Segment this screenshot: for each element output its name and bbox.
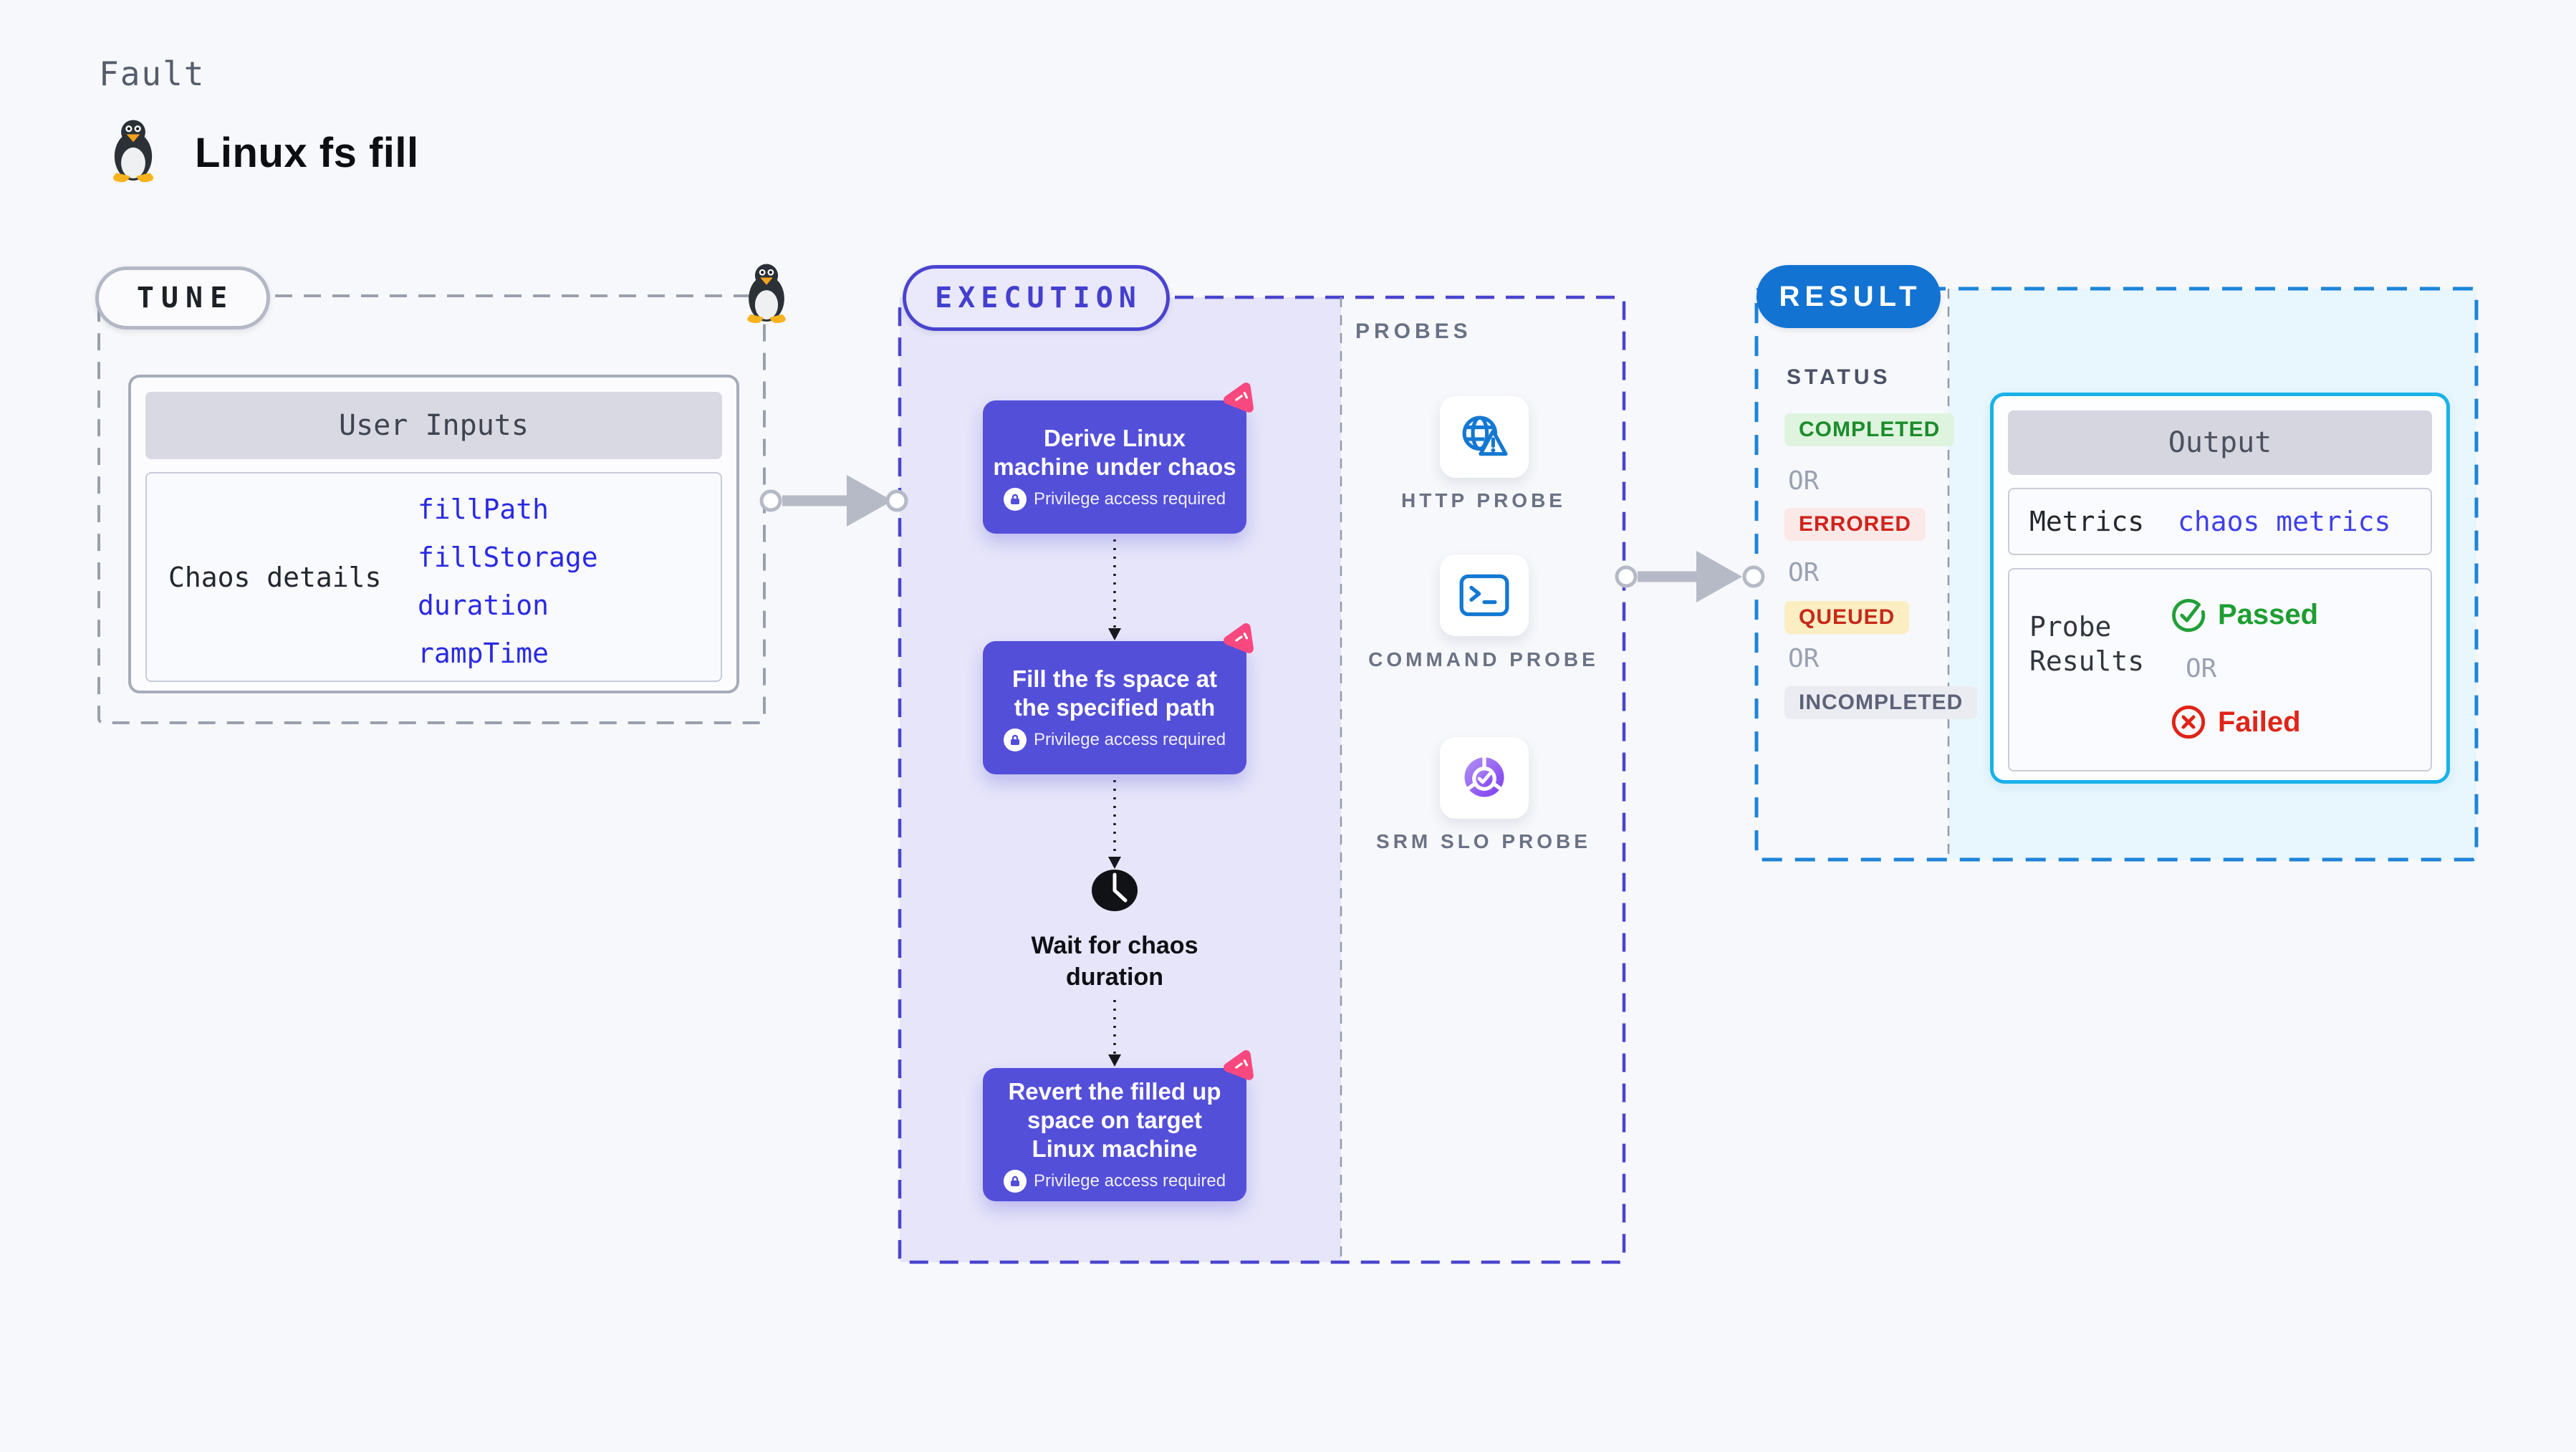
input-fillstorage: fillStorage — [418, 542, 598, 573]
chaos-pinwheel-icon — [1224, 1050, 1254, 1080]
probe-label-http: HTTP PROBE — [1401, 489, 1566, 511]
check-circle-icon — [2172, 599, 2206, 633]
metrics-value-link[interactable]: chaos metrics — [2178, 506, 2391, 537]
status-badge-completed: COMPLETED — [1784, 413, 1955, 446]
output-header: Output — [2008, 410, 2432, 475]
input-fillpath: fillPath — [418, 494, 549, 525]
failed-label: Failed — [2218, 706, 2301, 738]
lock-icon — [1003, 728, 1027, 751]
output-card: Output Metrics chaos metrics Probe Resul… — [1990, 393, 2450, 784]
fault-kicker: Fault — [99, 54, 206, 93]
privilege-note: Privilege access required — [1003, 1169, 1226, 1193]
privilege-note-text: Privilege access required — [1033, 489, 1226, 509]
status-badge-queued: QUEUED — [1784, 601, 1910, 634]
probe-result-passed: Passed — [2171, 597, 2318, 633]
step-revert-space: Revert the filled up space on target Lin… — [983, 1050, 1254, 1201]
probe-result-or: OR — [2186, 654, 2217, 683]
probe-card-command — [1440, 554, 1529, 636]
privilege-note: Privilege access required — [1003, 728, 1226, 751]
execution-to-result-arrow — [1615, 551, 1765, 602]
page-title: Linux fs fill — [195, 130, 419, 176]
terminal-icon — [1459, 574, 1509, 617]
probe-label-command: COMMAND PROBE — [1368, 648, 1599, 670]
probe-results-row: Probe Results Passed OR Failed — [2008, 568, 2432, 771]
probes-title: PROBES — [1355, 319, 1472, 343]
step-fill-fs: Fill the fs space at the specified path … — [983, 623, 1254, 774]
x-circle-icon — [2171, 705, 2206, 739]
probe-card-http — [1440, 396, 1529, 478]
tux-penguin-icon — [112, 120, 154, 183]
metrics-label: Metrics — [2029, 506, 2145, 537]
globe-warning-icon — [1462, 415, 1508, 456]
chaos-details-row: Chaos details fillPath fillStorage durat… — [145, 472, 722, 682]
user-inputs-header: User Inputs — [145, 392, 722, 459]
lock-icon — [1003, 487, 1027, 511]
status-or-separator: OR — [1788, 466, 1820, 496]
wait-for-chaos-label: Wait for chaos duration — [1031, 932, 1198, 991]
step-title: Fill the fs space at the specified path — [1011, 665, 1218, 721]
user-inputs-card: User Inputs Chaos details fillPath fillS… — [128, 375, 739, 693]
clock-icon — [1092, 870, 1138, 911]
chaos-pinwheel-icon — [1224, 383, 1254, 413]
chaos-pinwheel-icon — [1224, 623, 1254, 653]
tux-penguin-icon-small — [747, 264, 786, 324]
tune-badge: TUNE — [95, 266, 270, 330]
status-badge-incompleted: INCOMPLETED — [1784, 686, 1978, 719]
step-title: Revert the filled up space on target Lin… — [1008, 1077, 1221, 1162]
result-badge: RESULT — [1756, 265, 1941, 328]
probe-results-label: Probe Results — [2029, 611, 2145, 677]
status-or-separator: OR — [1788, 644, 1820, 673]
slo-donut-check-icon — [1464, 756, 1504, 797]
probe-card-srm-slo — [1440, 737, 1529, 819]
metrics-row: Metrics chaos metrics — [2008, 488, 2432, 555]
chaos-details-label: Chaos details — [168, 561, 382, 593]
status-title: STATUS — [1787, 365, 1891, 389]
probe-label-srm-slo: SRM SLO PROBE — [1376, 830, 1591, 852]
privilege-note-text: Privilege access required — [1033, 729, 1226, 749]
input-duration: duration — [418, 590, 549, 621]
step-connector-arrowheads — [1108, 628, 1121, 1067]
privilege-note: Privilege access required — [1003, 487, 1226, 511]
tune-to-execution-arrow — [759, 475, 908, 527]
probe-result-failed: Failed — [2171, 704, 2301, 740]
lock-icon — [1003, 1169, 1027, 1193]
execution-badge: EXECUTION — [903, 265, 1170, 331]
input-ramptime: rampTime — [418, 638, 549, 669]
step-derive-machine: Derive Linux machine under chaos Privile… — [983, 383, 1254, 534]
passed-label: Passed — [2218, 598, 2319, 630]
step-title: Derive Linux machine under chaos — [993, 424, 1236, 480]
privilege-note-text: Privilege access required — [1033, 1170, 1226, 1191]
status-badge-errored: ERRORED — [1784, 508, 1926, 541]
status-or-separator: OR — [1788, 558, 1820, 587]
